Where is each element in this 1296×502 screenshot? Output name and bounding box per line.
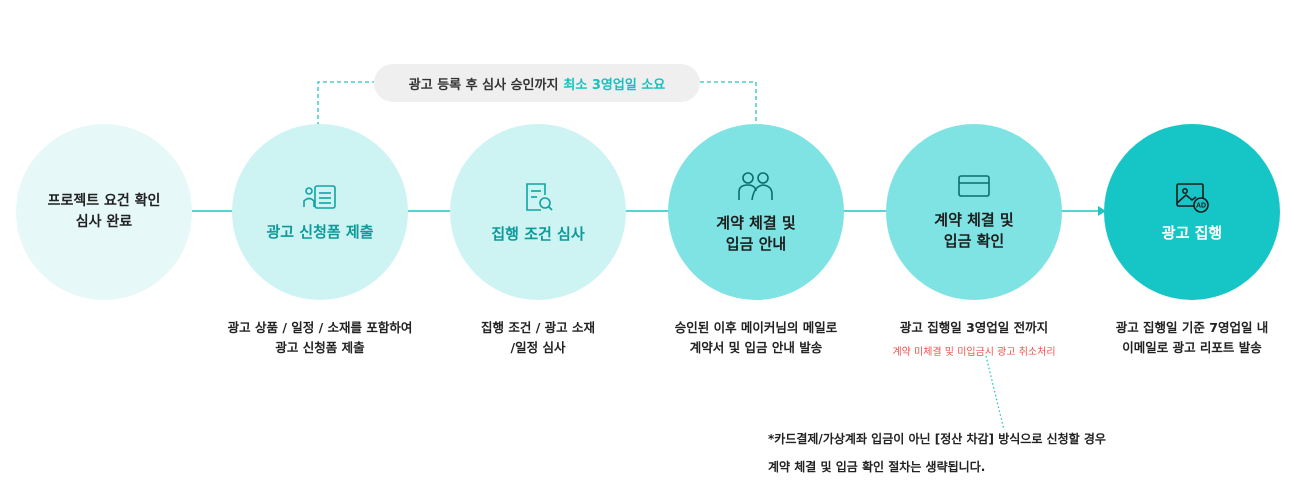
step-title: 광고 집행 bbox=[1161, 223, 1223, 242]
step-title: 광고 신청폼 제출 bbox=[266, 222, 374, 241]
application-form-icon bbox=[303, 184, 336, 209]
review-period-bracket bbox=[700, 81, 757, 126]
svg-text:AD: AD bbox=[1196, 202, 1206, 209]
step-title: 프로젝트 요건 확인 심사 완료 bbox=[47, 193, 161, 230]
step-5-warning: 계약 미체결 및 미입금시 광고 취소처리 bbox=[892, 347, 1056, 358]
step-5-description: 광고 집행일 3영업일 전까지 bbox=[899, 320, 1049, 335]
credit-card-icon bbox=[958, 175, 990, 197]
review-notice-text: 광고 등록 후 심사 승인까지 bbox=[408, 77, 559, 93]
step-title: 계약 체결 및 입금 안내 bbox=[716, 214, 796, 253]
step-2-circle: 광고 신청폼 제출 bbox=[232, 124, 408, 300]
step-title: 집행 조건 심사 bbox=[491, 224, 585, 243]
step-6-circle: AD 광고 집행 bbox=[1104, 124, 1280, 300]
review-period-notice: 광고 등록 후 심사 승인까지 최소 3영업일 소요 bbox=[374, 64, 700, 102]
people-icon bbox=[738, 172, 773, 201]
review-period-bracket bbox=[317, 81, 374, 126]
step-3-circle: 집행 조건 심사 bbox=[450, 124, 626, 300]
footnote-pointer bbox=[985, 355, 1005, 431]
footnote-line-1: *카드결제/가상계좌 입금이 아닌 [정산 차감] 방식으로 신청할 경우 bbox=[768, 432, 1106, 446]
step-3-description: 집행 조건 / 광고 소재 /일정 심사 bbox=[481, 320, 595, 355]
ad-image-icon: AD bbox=[1176, 182, 1209, 213]
arrow-head bbox=[1098, 206, 1106, 216]
step-2-description: 광고 상품 / 일정 / 소재를 포함하여 광고 신청폼 제출 bbox=[227, 320, 413, 355]
step-1-circle: 프로젝트 요건 확인 심사 완료 bbox=[16, 124, 192, 300]
step-6-description: 광고 집행일 기준 7영업일 내 이메일로 광고 리포트 발송 bbox=[1115, 320, 1269, 355]
step-4-circle: 계약 체결 및 입금 안내 bbox=[668, 124, 844, 300]
step-title: 계약 체결 및 입금 확인 bbox=[934, 211, 1014, 250]
step-4-description: 승인된 이후 메이커님의 메일로 계약서 및 입금 안내 발송 bbox=[674, 320, 838, 355]
review-notice-highlight: 최소 3영업일 소요 bbox=[563, 77, 666, 93]
footnote-line-2: 계약 체결 및 입금 확인 절차는 생략됩니다. bbox=[768, 460, 986, 474]
step-5-circle: 계약 체결 및 입금 확인 bbox=[886, 124, 1062, 300]
document-search-icon bbox=[526, 182, 553, 211]
